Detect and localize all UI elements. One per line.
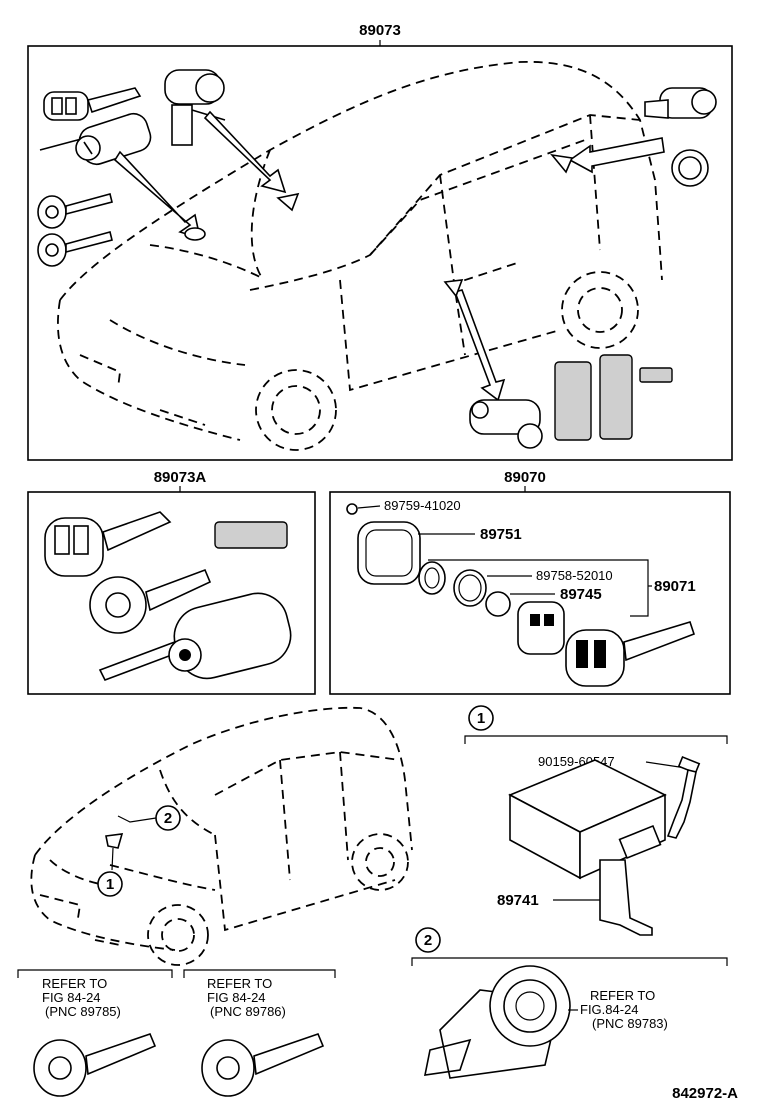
- bolt-part: [666, 755, 701, 839]
- vehicle-outline-top: [57, 61, 663, 451]
- key-tag-a: [214, 521, 288, 549]
- label-89745: 89745: [560, 586, 602, 603]
- ignition-cylinder-top: [39, 112, 152, 166]
- ignition-switch-assembly: [423, 965, 571, 1079]
- back-door-lock: [644, 87, 717, 119]
- refer-right-line2: FIG.84-24: [580, 1002, 639, 1017]
- arrow-door-cylinder: [453, 289, 506, 402]
- panel-main-assembly: [27, 45, 733, 461]
- key-round-mid: [201, 1032, 325, 1097]
- key-remote-transmitter: [565, 621, 696, 687]
- ignition-cylinder-a: [98, 592, 292, 682]
- transmitter-cover-inner: [365, 529, 413, 577]
- key-remote-top: [43, 87, 142, 121]
- label-89741: 89741: [497, 892, 539, 909]
- key-round-1: [37, 193, 113, 229]
- label-89073A: 89073A: [154, 469, 207, 486]
- key-round-2: [37, 231, 113, 267]
- marker-2-right: [415, 927, 441, 953]
- transmitter-body: [517, 601, 565, 655]
- label-89758-52010: 89758-52010: [536, 568, 613, 583]
- leader-receiver-location: [111, 847, 114, 871]
- arrow-ignition: [113, 150, 202, 240]
- door-cylinder-location-mark: [443, 279, 464, 298]
- marker-2-right-text: 2: [424, 932, 432, 949]
- refer-left-line1: REFER TO: [42, 976, 107, 991]
- marker-1-right-text: 1: [477, 710, 485, 727]
- key-remote-a: [44, 511, 172, 577]
- cover-gasket: [453, 569, 487, 607]
- marker-1-right: [468, 705, 494, 731]
- door-lock-cylinder-bottom: [469, 399, 543, 449]
- bracket-section-2: [411, 957, 728, 966]
- vehicle-outline-bottom: [30, 706, 413, 966]
- refer-right-line3: (PNC 89783): [592, 1016, 668, 1031]
- label-89073: 89073: [359, 22, 401, 39]
- marker-2-left-text: 2: [164, 810, 172, 827]
- seal-ring: [418, 561, 446, 595]
- refer-left-line3: (PNC 89785): [45, 1004, 121, 1019]
- panel-key-set-a: [27, 491, 316, 695]
- refer-left-line2: FIG 84-24: [42, 990, 101, 1005]
- door-lock-cylinder-top: [164, 69, 226, 146]
- battery-part: [485, 591, 511, 617]
- bracket-section-1: [464, 735, 728, 744]
- back-door-location-mark: [550, 153, 574, 174]
- ignition-location-mark: [184, 227, 206, 241]
- refer-mid-line3: (PNC 89786): [210, 1004, 286, 1019]
- key-plate-2: [599, 354, 633, 440]
- marker-1-left-text: 1: [106, 876, 114, 893]
- marker-1-left: [97, 871, 123, 897]
- key-round-left: [33, 1032, 157, 1097]
- arrow-door-lock: [203, 110, 287, 194]
- label-89759-41020: 89759-41020: [384, 498, 461, 513]
- label-89751: 89751: [480, 526, 522, 543]
- label-89071: 89071: [654, 578, 696, 595]
- transmitter-cover: [357, 521, 421, 585]
- diagram-number: 842972-A: [672, 1085, 738, 1102]
- door-lock-location-mark: [276, 192, 300, 212]
- refer-mid-line2: FIG 84-24: [207, 990, 266, 1005]
- panel-transmitter: [329, 491, 731, 695]
- arrow-back-door: [568, 137, 665, 174]
- receiver-unit: [508, 759, 667, 936]
- key-plate-1: [554, 361, 592, 441]
- bracket-refer-mid: [183, 969, 336, 978]
- refer-right-line1: REFER TO: [590, 988, 655, 1003]
- leader-screw: [357, 505, 381, 509]
- leader-marker-2-left: [117, 815, 157, 823]
- receiver-location-mark: [105, 833, 124, 849]
- bracket-refer-left: [17, 969, 173, 978]
- screw-part: [346, 503, 358, 515]
- gasket-ring: [671, 149, 709, 187]
- refer-mid-line1: REFER TO: [207, 976, 272, 991]
- bracket-89071: [428, 559, 649, 617]
- key-tag: [639, 367, 673, 383]
- label-89070: 89070: [504, 469, 546, 486]
- key-round-a: [89, 568, 212, 634]
